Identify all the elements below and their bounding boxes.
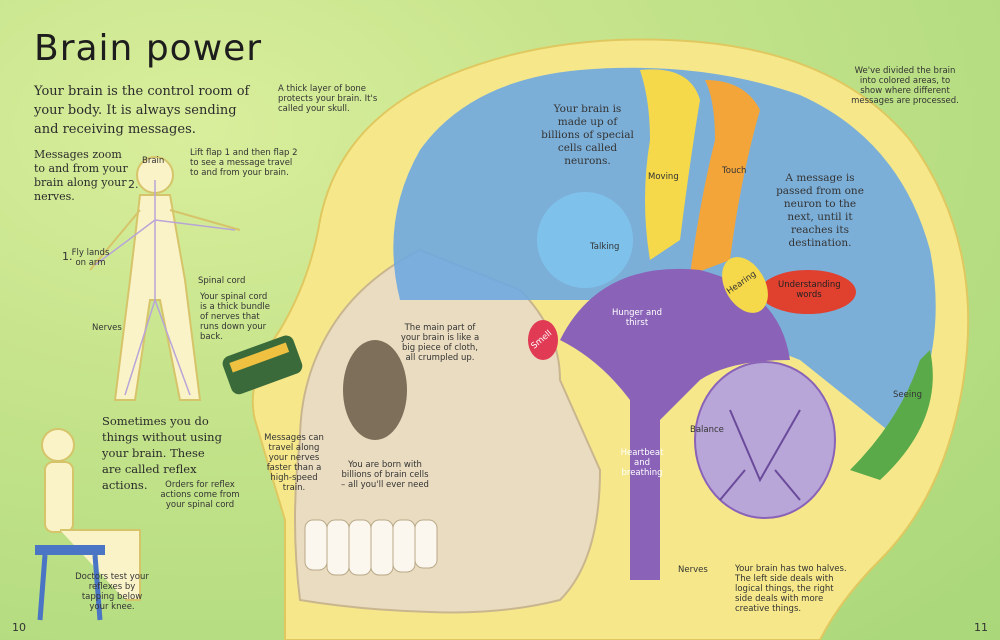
travel-label: Messages can travel along your nerves fa… bbox=[264, 433, 324, 493]
spinal-cord-desc: Your spinal cord is a thick bundle of ne… bbox=[200, 292, 270, 342]
seeing-label: Seeing bbox=[893, 390, 922, 400]
intro-text: Your brain is the control room of your b… bbox=[34, 84, 250, 137]
fly-lands-label: Fly lands on arm bbox=[71, 248, 110, 268]
talking-label: Talking bbox=[590, 242, 620, 252]
understanding-label: Understanding words bbox=[778, 280, 841, 300]
messages-zoom-text: Messages zoom to and from your brain alo… bbox=[34, 148, 128, 203]
talking-bubble bbox=[537, 192, 633, 288]
flap-instruction: Lift flap 1 and then flap 2 to see a mes… bbox=[190, 148, 298, 178]
stool-legs bbox=[37, 554, 103, 621]
flap-2-label[interactable]: 2. bbox=[128, 178, 139, 191]
page-number-right: 11 bbox=[974, 621, 988, 634]
cerebellum-area bbox=[694, 361, 836, 519]
cerebellum-branches bbox=[719, 409, 801, 501]
cortex-area bbox=[393, 67, 936, 441]
understanding-area bbox=[760, 270, 856, 314]
hearing-area bbox=[722, 257, 768, 313]
nerves-label-bottom: Nerves bbox=[678, 565, 708, 575]
page-number-left: 10 bbox=[12, 621, 26, 634]
page-title: Brain power bbox=[34, 28, 263, 69]
balance-label: Balance bbox=[690, 425, 724, 435]
moving-label: Moving bbox=[648, 172, 679, 182]
halves-label: Your brain has two halves. The left side… bbox=[735, 564, 847, 614]
touch-label: Touch bbox=[722, 166, 747, 176]
reflex-text: Sometimes you do things without using yo… bbox=[102, 414, 222, 492]
stool bbox=[35, 545, 105, 555]
hunger-label: Hunger and thirst bbox=[612, 308, 662, 328]
doctors-label: Doctors test your reflexes by tapping be… bbox=[75, 572, 149, 612]
born-label: You are born with billions of brain cell… bbox=[341, 460, 429, 490]
moving-band bbox=[640, 69, 700, 260]
flap-1-label[interactable]: 1. bbox=[62, 250, 73, 263]
touch-band bbox=[690, 80, 760, 275]
eye-socket bbox=[343, 340, 407, 440]
cloth-label: The main part of your brain is like a bi… bbox=[400, 323, 480, 363]
train-icon bbox=[222, 335, 303, 395]
message-passed-label: A message is passed from one neuron to t… bbox=[776, 172, 864, 249]
seeing-area bbox=[850, 350, 933, 480]
heartbeat-label: Heartbeat and breathing bbox=[620, 448, 664, 478]
bone-label: A thick layer of bone protects your brai… bbox=[278, 84, 378, 114]
neurons-label: Your brain is made up of billions of spe… bbox=[541, 103, 634, 167]
brain-label: Brain bbox=[142, 156, 165, 166]
body-figure bbox=[89, 156, 241, 401]
reflex-orders-label: Orders for reflex actions come from your… bbox=[160, 480, 240, 510]
colored-areas-label: We've divided the brain into colored are… bbox=[851, 66, 959, 106]
spinal-cord-label: Spinal cord bbox=[198, 276, 246, 286]
brainstem-area bbox=[560, 268, 790, 580]
smell-area bbox=[528, 320, 558, 360]
nerves-label-left: Nerves bbox=[92, 323, 122, 333]
teeth bbox=[304, 519, 438, 576]
nerve-lines bbox=[94, 180, 236, 396]
